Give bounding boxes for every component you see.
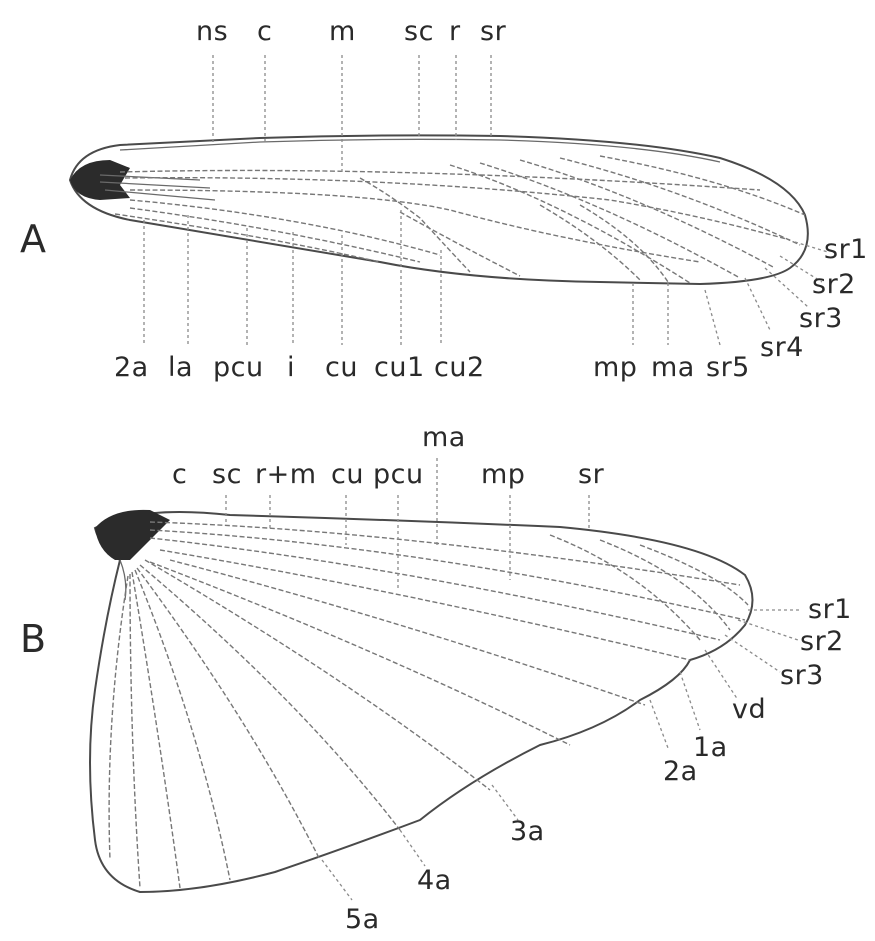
forewing-vein-sr1 (600, 156, 805, 215)
panel-a: A ns c m sc r sr (20, 16, 868, 383)
leader-b-4a (400, 830, 425, 866)
leader-a-sr5 (705, 290, 720, 345)
label-b-c: c (172, 459, 187, 490)
label-b-rm: r+m (255, 459, 317, 490)
panel-b: B c sc r+m cu pcu ma mp sr (20, 422, 852, 935)
leader-b-1a (680, 672, 700, 730)
hindwing-outline (90, 512, 753, 892)
label-b-cu: cu (331, 459, 364, 490)
hindwing-vein-sr2 (600, 540, 730, 630)
forewing-vein-cu2 (400, 212, 520, 276)
hindwing-vein-fan (150, 562, 570, 745)
label-a-cu1: cu1 (374, 352, 425, 383)
leader-b-3a (492, 785, 518, 820)
forewing-vein-pcu (130, 208, 420, 262)
hindwing-vein-m (150, 538, 720, 640)
label-b-sr1: sr1 (808, 594, 852, 625)
label-a-r: r (449, 16, 461, 47)
leader-b-5a (322, 860, 352, 900)
label-b-sr3: sr3 (780, 660, 824, 691)
label-a-sr3: sr3 (799, 303, 843, 334)
leader-a-sr4 (745, 278, 770, 330)
label-b-ma: ma (422, 422, 466, 453)
hindwing-vein-1a (160, 550, 690, 660)
panel-a-letter: A (20, 217, 46, 261)
forewing-vein-sr3 (520, 160, 775, 268)
label-b-sc: sc (212, 459, 242, 490)
hindwing-vein-8a (130, 574, 140, 888)
label-a-m: m (329, 16, 356, 47)
label-a-2a: 2a (114, 352, 149, 383)
label-a-cu2: cu2 (434, 352, 485, 383)
label-a-sr2: sr2 (812, 269, 856, 300)
label-a-mp: mp (593, 352, 637, 383)
label-a-sc: sc (404, 16, 434, 47)
label-b-sr2: sr2 (800, 626, 844, 657)
label-a-sr4: sr4 (760, 332, 804, 363)
hindwing-base (95, 510, 170, 560)
label-a-1a: la (168, 352, 193, 383)
label-b-5a: 5a (345, 904, 380, 935)
label-a-sr1: sr1 (824, 234, 868, 265)
label-a-ma: ma (651, 352, 695, 383)
label-a-pcu: pcu (213, 352, 264, 383)
label-a-c: c (257, 16, 272, 47)
hindwing-vein-6a (135, 570, 230, 880)
hindwing-vein-9a (109, 576, 128, 860)
label-b-mp: mp (481, 459, 525, 490)
hindwing-vein-3a (145, 560, 490, 790)
label-b-2a: 2a (663, 756, 698, 787)
label-b-3a: 3a (510, 816, 545, 847)
label-a-sr5: sr5 (706, 352, 750, 383)
forewing-costa (120, 139, 720, 162)
label-a-sr: sr (480, 16, 507, 47)
forewing-vein-sc (120, 170, 760, 190)
leader-b-sr3 (725, 635, 780, 672)
forewing-vein-cu1 (360, 178, 470, 272)
leader-a-sr3 (765, 268, 808, 307)
hindwing-vein-4a (140, 565, 400, 830)
hindwing-vein-r (150, 530, 745, 620)
hindwing-vein-5a (137, 568, 320, 860)
forewing-vein-r (125, 178, 790, 240)
leader-b-vd (705, 650, 738, 700)
leader-b-2a (650, 700, 668, 748)
hindwing-vein-sc (150, 522, 740, 585)
label-b-4a: 4a (417, 865, 452, 896)
label-a-ns: ns (196, 16, 228, 47)
label-b-sr: sr (578, 459, 605, 490)
label-b-pcu: pcu (373, 459, 424, 490)
hindwing-vein-7a (132, 572, 180, 888)
label-a-cu: cu (325, 352, 358, 383)
label-a-i: i (287, 352, 295, 383)
panel-b-letter: B (20, 617, 46, 661)
forewing-vein-sr2 (560, 158, 800, 245)
label-b-vd: vd (732, 694, 766, 725)
label-b-1a: 1a (693, 732, 728, 763)
